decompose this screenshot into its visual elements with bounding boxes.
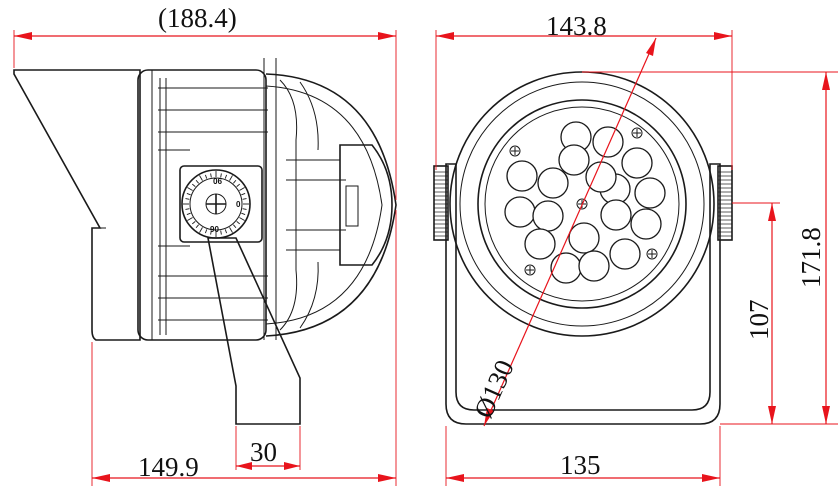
led (630, 208, 662, 240)
side-visor (13, 69, 141, 341)
side-front-dome (265, 73, 397, 337)
led (506, 160, 538, 192)
dial-tick (185, 208, 190, 210)
led-array (504, 121, 666, 284)
dial-tick (210, 173, 212, 178)
screw (524, 264, 536, 276)
dial-tick (233, 224, 237, 229)
dial-tick (239, 187, 245, 191)
side-housing (137, 69, 267, 341)
dial-tick (242, 198, 247, 200)
side-view: 90 0 90 (13, 58, 397, 425)
dial-ticks (183, 171, 249, 237)
dim-diameter: Ø130 (468, 355, 520, 422)
dial-tick (191, 221, 196, 225)
dial-tick (220, 173, 222, 178)
dial-tick (224, 174, 228, 179)
dial-tick (204, 174, 208, 179)
led (550, 252, 582, 284)
front-view (433, 71, 733, 425)
angle-dial: 90 0 90 (181, 169, 251, 239)
dial-tick (241, 192, 246, 196)
dial-mark-top: 90 (213, 176, 222, 185)
side-lamp-cap (339, 144, 393, 266)
dim-mount-height: 107 (744, 300, 774, 341)
led (609, 238, 641, 270)
led (578, 250, 610, 282)
screw (509, 145, 521, 157)
dial-tick (204, 229, 208, 234)
led (621, 147, 653, 179)
screw (631, 127, 643, 139)
dial-tick (195, 224, 199, 229)
dial-tick (199, 175, 203, 181)
dim-base-width: 135 (560, 450, 601, 480)
dial-tick (210, 230, 212, 235)
dial-tick (186, 212, 191, 216)
dial-tick (186, 192, 191, 196)
screw (646, 248, 658, 260)
led (634, 177, 666, 209)
dial-tick (233, 179, 237, 184)
dim-front-width: 143.8 (546, 11, 607, 41)
dial-tick (239, 217, 245, 221)
dial-tick (242, 208, 247, 210)
dim-bracket-width: 30 (250, 437, 277, 467)
led (532, 200, 564, 232)
dial-mark-bottom: 90 (210, 225, 219, 234)
led (524, 228, 556, 260)
dial-tick (229, 227, 233, 233)
dial-tick (185, 198, 190, 200)
side-bracket-plate (179, 165, 263, 243)
bezel-screws (509, 127, 658, 276)
dial-tick (236, 221, 241, 225)
dial-tick (224, 229, 228, 234)
front-yoke (445, 163, 721, 425)
dial-tick (236, 183, 241, 187)
dim-total-depth: (188.4) (158, 3, 237, 33)
dial-tick (199, 227, 203, 233)
led (558, 144, 590, 176)
dial-tick (229, 175, 233, 181)
led (600, 199, 632, 231)
led (504, 196, 536, 228)
led (585, 161, 617, 193)
dial-tick (187, 187, 193, 191)
knob-grip-lines (434, 171, 732, 237)
front-bezel (477, 99, 687, 309)
led (592, 126, 624, 158)
dial-tick (191, 183, 196, 187)
front-knob-left (433, 165, 449, 241)
led (568, 222, 600, 254)
dim-height: 171.8 (796, 227, 826, 288)
dial-tick (187, 217, 193, 221)
led (537, 167, 569, 199)
side-cooling-fins (158, 78, 268, 335)
dial-mark-right: 0 (236, 200, 241, 209)
side-bracket-arm (207, 237, 301, 425)
dim-bracket-depth: 149.9 (138, 452, 199, 482)
dial-tick (195, 179, 199, 184)
dial-tick (220, 230, 222, 235)
dial-tick (241, 212, 246, 216)
screw (576, 198, 588, 210)
side-guard-ribs (279, 79, 346, 331)
